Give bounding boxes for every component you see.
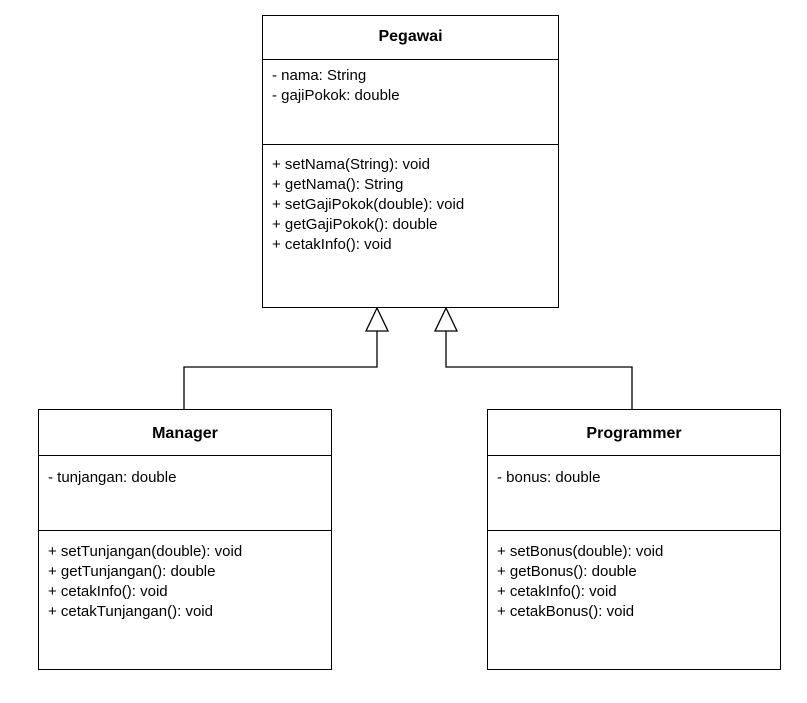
attribute: - tunjangan: double xyxy=(48,469,177,486)
class-pegawai-name: Pegawai xyxy=(263,16,558,60)
method: + setNama(String): void xyxy=(272,156,430,173)
method: + cetakInfo(): void xyxy=(272,236,392,253)
programmer-inheritance-arrowhead xyxy=(433,306,459,332)
manager-inheritance-arrowhead xyxy=(364,306,390,332)
method: + setBonus(double): void xyxy=(497,543,664,560)
class-programmer-attributes: - bonus: double xyxy=(488,456,780,531)
programmer-inheritance-line xyxy=(445,331,633,409)
class-manager-name: Manager xyxy=(39,410,331,456)
method: + getNama(): String xyxy=(272,176,404,193)
method: + cetakInfo(): void xyxy=(48,583,168,600)
attribute: - bonus: double xyxy=(497,469,601,486)
method: + getTunjangan(): double xyxy=(48,563,216,580)
class-pegawai-attributes: - nama: String - gajiPokok: double xyxy=(263,60,558,145)
class-pegawai[interactable]: Pegawai - nama: String - gajiPokok: doub… xyxy=(262,15,559,308)
method: + setGajiPokok(double): void xyxy=(272,196,465,213)
class-manager[interactable]: Manager - tunjangan: double + setTunjang… xyxy=(38,409,332,670)
attribute: - nama: String xyxy=(272,67,367,84)
method: + getBonus(): double xyxy=(497,563,637,580)
manager-inheritance-line xyxy=(183,331,378,409)
class-programmer[interactable]: Programmer - bonus: double + setBonus(do… xyxy=(487,409,781,670)
class-programmer-name: Programmer xyxy=(488,410,780,456)
method: + cetakBonus(): void xyxy=(497,603,635,620)
class-manager-attributes: - tunjangan: double xyxy=(39,456,331,531)
class-manager-methods: + setTunjangan(double): void + getTunjan… xyxy=(39,531,331,622)
attribute: - gajiPokok: double xyxy=(272,87,400,104)
method: + setTunjangan(double): void xyxy=(48,543,243,560)
class-pegawai-methods: + setNama(String): void + getNama(): Str… xyxy=(263,145,558,255)
method: + cetakTunjangan(): void xyxy=(48,603,213,620)
method: + getGajiPokok(): double xyxy=(272,216,438,233)
method: + cetakInfo(): void xyxy=(497,583,617,600)
class-programmer-methods: + setBonus(double): void + getBonus(): d… xyxy=(488,531,780,622)
